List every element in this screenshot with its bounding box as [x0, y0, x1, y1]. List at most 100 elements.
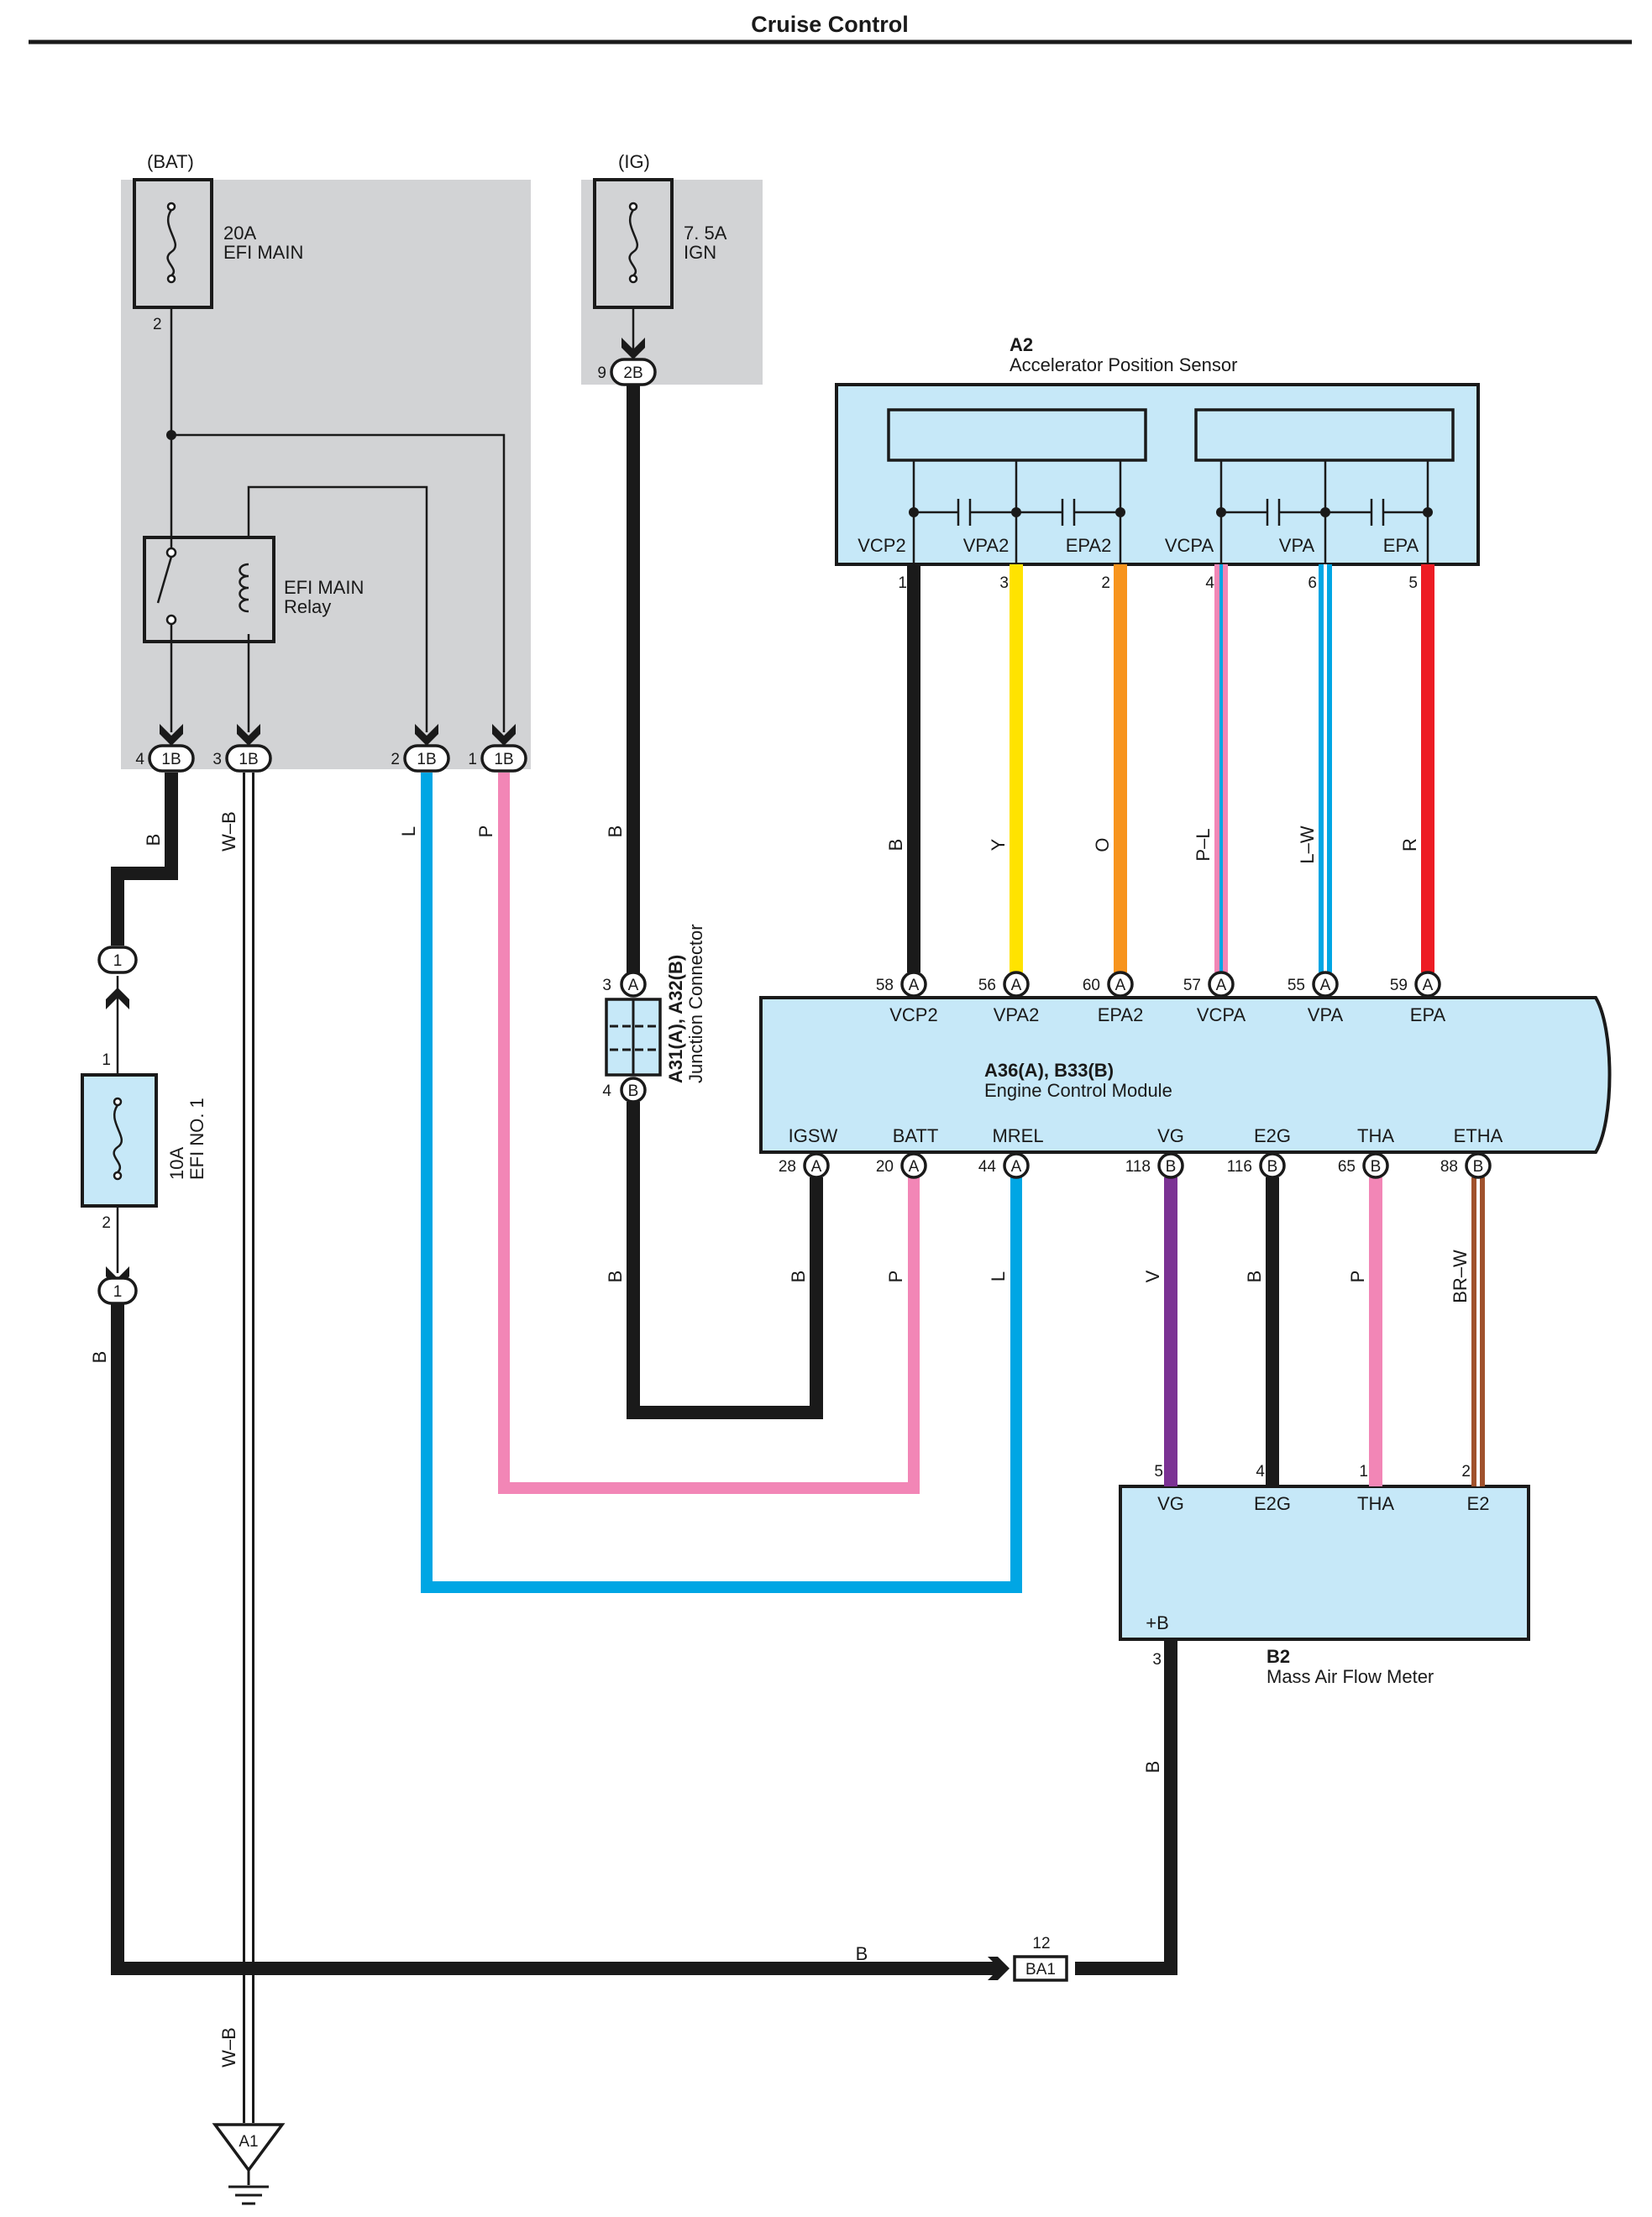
connector-num: 9 [597, 364, 606, 382]
aps-pin-number: 3 [999, 574, 1009, 592]
ecm-top-terminals: A 58 VCP2 A 56 VPA2 A 60 EPA2 A 57 VCPA … [876, 971, 1446, 1025]
ecm-bottom-terminals: A 28 IGSW A 20 BATT A 44 MREL B 118 VG B… [779, 1125, 1503, 1179]
ign-fuse-name: IGN [684, 242, 716, 263]
maf-pin-number: 4 [1256, 1463, 1265, 1481]
ecm-terminal: A 57 VCPA [1183, 971, 1246, 1025]
ecm-terminal-label: BATT [893, 1125, 939, 1146]
connector-num: 1 [468, 751, 477, 768]
aps-terminal-label: EPA2 [1066, 535, 1112, 556]
wire-color-label: P [475, 825, 496, 838]
ecm-terminal-num: 28 [779, 1158, 796, 1176]
ecm-terminal: A 44 MREL [978, 1125, 1044, 1179]
connector-1-bottom: 1 [97, 1276, 138, 1305]
maf-terminal-label: THA [1357, 1493, 1394, 1514]
junction-pin-b: B 4 [602, 1077, 647, 1103]
wire-color-label: B [856, 1943, 868, 1964]
aps-pin-number: 1 [898, 574, 907, 592]
ecm-terminal: A 55 VPA [1288, 971, 1344, 1025]
ecm-terminal-num: 58 [876, 977, 894, 994]
aps-pin-number: 5 [1408, 574, 1418, 592]
wire-color-label: B [885, 839, 906, 852]
aps-name: Accelerator Position Sensor [1010, 354, 1237, 375]
maf-box [1119, 1485, 1530, 1641]
connector-1b-2: 1B 2 [391, 744, 450, 773]
aps-terminal-label: VCP2 [857, 535, 905, 556]
wire-color-label: L [988, 1271, 1009, 1281]
connector-1-top: 1 [97, 946, 138, 974]
wires [111, 383, 1485, 2123]
ecm-terminal-id: A [1011, 977, 1022, 994]
relay-name: EFI MAIN [284, 577, 364, 598]
ecm-terminal-num: 56 [978, 977, 996, 994]
connector-2b-9: 2B 9 [597, 358, 657, 386]
wire-color-label: O [1092, 837, 1113, 852]
ecm-terminal-id: B [1166, 1158, 1177, 1176]
ecm-terminal-id: A [1115, 977, 1126, 994]
ecm-terminal: A 58 VCP2 [876, 971, 938, 1025]
junction-pin-id: A [628, 977, 639, 994]
ecm-terminal: B 116 E2G [1227, 1125, 1291, 1179]
maf-terminal-label: VG [1157, 1493, 1184, 1514]
wire-color-label: P–L [1193, 828, 1214, 861]
wire-b-lower [111, 1303, 999, 1975]
maf-plusb-pin: 3 [1152, 1651, 1162, 1669]
wire-color-label: W–B [218, 811, 239, 852]
maf-pin-number: 5 [1154, 1463, 1163, 1481]
efi-no1-rating: 10A [166, 1147, 187, 1180]
wire-color-label: B [788, 1271, 809, 1283]
wire-color-label: P [885, 1271, 906, 1283]
ecm-terminal-id: B [1371, 1158, 1382, 1176]
efi-main-fuse [133, 178, 213, 309]
efi-no1-fuse [81, 1073, 158, 1208]
connector-id: 1B [239, 751, 258, 768]
ecm-terminal: A 59 EPA [1390, 971, 1446, 1025]
aps-pin-number: 2 [1101, 574, 1110, 592]
junction-pin-num: 4 [602, 1082, 611, 1100]
ign-fuse-rating: 7. 5A [684, 223, 727, 244]
maf-terminal-label: E2G [1254, 1493, 1291, 1514]
wire-p-batt [498, 773, 920, 1494]
wire-color-label: B [89, 1351, 110, 1364]
aps-terminal-label: VPA [1279, 535, 1315, 556]
ecm-terminal: A 28 IGSW [779, 1125, 838, 1179]
ecm-terminal-id: A [1423, 977, 1434, 994]
aps-terminal-labels: VCP2 VPA2 EPA2 VCPA VPA EPA [857, 535, 1419, 556]
efi-main-relay [143, 536, 275, 643]
maf-code: B2 [1267, 1646, 1290, 1667]
maf-pin-number: 1 [1359, 1463, 1368, 1481]
ecm-terminal-num: 55 [1288, 977, 1305, 994]
aps-pin-number: 4 [1205, 574, 1214, 592]
ecm-terminal-label: EPA [1410, 1004, 1446, 1025]
connector-id: 1 [113, 1283, 123, 1301]
connector-id: 2B [623, 364, 642, 382]
ign-fuse [593, 178, 674, 353]
efi-no1-name: EFI NO. 1 [186, 1098, 207, 1180]
wire-color-label: B [1244, 1271, 1265, 1283]
wire-color-label: R [1399, 838, 1420, 852]
ecm-terminal-num: 65 [1338, 1158, 1356, 1176]
ecm-terminal-id: A [909, 977, 920, 994]
ecm-terminal-label: EPA2 [1098, 1004, 1144, 1025]
ecm-terminal-id: A [909, 1158, 920, 1176]
wire-l-mrel [421, 773, 1022, 1593]
connector-1b-3: 1B 3 [212, 744, 272, 773]
ecm-terminal-id: A [1216, 977, 1227, 994]
connector-id: 1B [494, 751, 513, 768]
wire-color-label: B [605, 1271, 626, 1283]
ecm-terminal-id: A [1320, 977, 1331, 994]
ecm-terminal-id: B [1267, 1158, 1278, 1176]
ecm-terminal-label: VPA2 [994, 1004, 1040, 1025]
junction-connector [605, 998, 662, 1077]
connector-ba1: BA1 12 [1013, 1935, 1068, 1982]
connectors: 1B 4 1B 3 1B 2 1B 1 2B 9 1 [97, 358, 1068, 1982]
junction-pin-id: B [628, 1082, 639, 1100]
bat-source-label: (BAT) [147, 151, 194, 172]
ecm-box [759, 996, 1612, 1154]
wire-color-labels: B W–B L P B B Y O P–L L–W R B B P L V B … [89, 811, 1471, 2068]
ecm-terminal-num: 20 [876, 1158, 894, 1176]
ecm-terminal-label: THA [1357, 1125, 1394, 1146]
ecm-terminal-label: VPA [1308, 1004, 1344, 1025]
wire-color-label: V [1142, 1270, 1163, 1282]
aps-pin-number: 6 [1308, 574, 1317, 592]
efi-main-fuse-pin: 2 [153, 316, 162, 333]
